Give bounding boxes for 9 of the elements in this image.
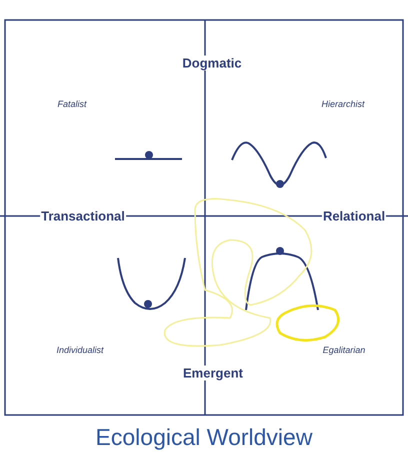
quadrant-label: Egalitarian [322,345,366,355]
axis-label: Dogmatic [181,56,243,70]
axis-label: Transactional [40,208,126,224]
quadrant-label: Hierarchist [322,99,364,109]
quadrant-label: Individualist [56,345,104,355]
axis-label: Relational [322,208,386,224]
quadrant-label: Fatalist [58,99,86,109]
caption: Ecological Worldview [94,424,314,451]
axis-label: Emergent [182,366,244,380]
